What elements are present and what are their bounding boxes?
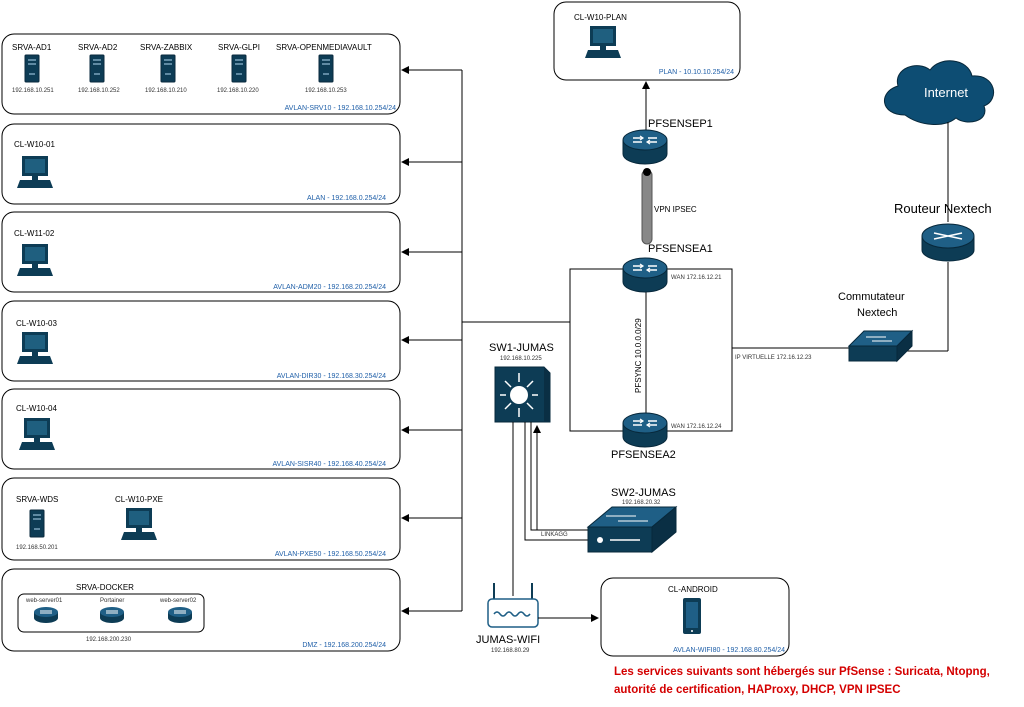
switch-nextech-icon — [847, 329, 914, 363]
device-name: CL-W10-04 — [16, 404, 57, 413]
device-ip: 192.168.10.252 — [78, 88, 120, 94]
device-name: CL-W10-PXE — [115, 495, 163, 504]
device-ip: 192.168.10.220 — [217, 88, 259, 94]
router-icon — [622, 412, 668, 448]
switch-core-icon — [494, 366, 551, 423]
vlan-box-sisr40: CL-W10-04 AVLAN-SISR40 - 192.168.40.254/… — [1, 388, 401, 470]
device-name: CL-W10-PLAN — [574, 13, 627, 22]
vlan-box-pxe50: SRVA-WDS 192.168.50.201 CL-W10-PXE AVLAN… — [1, 477, 401, 561]
wan-label: WAN 172.16.12.21 — [671, 275, 722, 281]
device-ip: 192.168.10.253 — [305, 88, 347, 94]
commutateur-label: Commutateur — [838, 291, 905, 303]
vlan-box-dir30: CL-W10-03 AVLAN-DIR30 - 192.168.30.254/2… — [1, 300, 401, 382]
device-name: SRVA-OPENMEDIAVAULT — [276, 43, 372, 52]
docker-name: SRVA-DOCKER — [76, 583, 134, 592]
internet-label: Internet — [924, 85, 968, 100]
vlan-box-alan: CL-W10-01 ALAN - 192.168.0.254/24 — [1, 123, 401, 205]
server-icon — [89, 54, 105, 83]
smartphone-icon — [683, 598, 701, 634]
vpn-label: VPN IPSEC — [654, 205, 697, 214]
device-ip: 192.168.10.251 — [12, 88, 54, 94]
desktop-icon — [17, 156, 53, 188]
container-name: web-server02 — [159, 598, 197, 604]
wifi-ip: 192.168.80.29 — [491, 648, 530, 654]
device-name: SRVA-GLPI — [218, 43, 260, 52]
sw1-ip: 192.168.10.225 — [500, 356, 542, 362]
device-ip: 192.168.50.201 — [16, 545, 58, 551]
device-ip: 192.168.10.210 — [145, 88, 187, 94]
docker-ip: 192.168.200.230 — [86, 637, 132, 643]
ha-cluster-frame — [569, 268, 733, 432]
router-icon — [622, 257, 668, 293]
sw2-label: SW2-JUMAS — [611, 487, 676, 499]
container-icon — [99, 606, 125, 624]
sw1-label: SW1-JUMAS — [489, 342, 554, 354]
desktop-icon — [585, 26, 621, 58]
device-name: CL-ANDROID — [668, 585, 718, 594]
vlan-box-dmz: SRVA-DOCKER web-server01 Portainer web-s… — [1, 568, 401, 652]
vlan-label: AVLAN-DIR30 - 192.168.30.254/24 — [277, 373, 386, 380]
services-note: Les services suivants sont hébergés sur … — [614, 666, 990, 678]
wan-label: WAN 172.16.12.24 — [671, 424, 722, 430]
internet-cloud-icon — [883, 60, 994, 125]
vlan-label: DMZ - 192.168.200.254/24 — [302, 642, 386, 649]
vlan-label: AVLAN-WIFI80 - 192.168.80.254/24 — [673, 647, 785, 654]
vlan-label: PLAN - 10.10.10.254/24 — [659, 69, 734, 76]
vlan-trunk-links — [401, 66, 570, 615]
services-note: autorité de certification, HAProxy, DHCP… — [614, 684, 901, 696]
router-icon — [622, 129, 668, 165]
vlan-label: AVLAN-SRV10 - 192.168.10.254/24 — [285, 105, 397, 112]
device-name: SRVA-WDS — [16, 495, 58, 504]
sw1-sw2-links — [524, 422, 590, 541]
desktop-icon — [17, 244, 53, 276]
device-name: SRVA-AD1 — [12, 43, 52, 52]
wifi-ap-icon — [487, 583, 539, 628]
device-name: CL-W11-02 — [14, 229, 55, 238]
container-name: Portainer — [100, 598, 124, 604]
plan-box: CL-W10-PLAN PLAN - 10.10.10.254/24 — [553, 1, 741, 81]
routeur-label: Routeur Nextech — [894, 201, 992, 216]
desktop-icon — [121, 508, 157, 540]
commutateur-label: Nextech — [857, 307, 897, 319]
vlan-label: AVLAN-SISR40 - 192.168.40.254/24 — [272, 461, 386, 468]
pfsync-label: PFSYNC 10.0.0.0/29 — [634, 318, 643, 393]
pfsensea1-label: PFSENSEA1 — [648, 243, 713, 255]
desktop-icon — [17, 332, 53, 364]
device-name: SRVA-ZABBIX — [140, 43, 193, 52]
server-icon — [24, 54, 40, 83]
desktop-icon — [19, 418, 55, 450]
container-icon — [167, 606, 193, 624]
device-name: CL-W10-01 — [14, 140, 55, 149]
device-name: CL-W10-03 — [16, 319, 57, 328]
container-name: web-server01 — [25, 598, 63, 604]
vlan-label: AVLAN-ADM20 - 192.168.20.254/24 — [273, 284, 386, 291]
android-box: CL-ANDROID AVLAN-WIFI80 - 192.168.80.254… — [600, 577, 790, 657]
vlan-box-adm20: CL-W11-02 AVLAN-ADM20 - 192.168.20.254/2… — [1, 211, 401, 293]
switch-access-icon — [586, 505, 678, 554]
device-name: SRVA-AD2 — [78, 43, 118, 52]
server-icon — [318, 54, 334, 83]
vlan-label: AVLAN-PXE50 - 192.168.50.254/24 — [275, 551, 386, 558]
pfsensep1-label: PFSENSEP1 — [648, 118, 713, 130]
virtual-ip-label: IP VIRTUELLE 172.16.12.23 — [735, 355, 812, 361]
server-icon — [231, 54, 247, 83]
vlan-label: ALAN - 192.168.0.254/24 — [307, 195, 386, 202]
vlan-box-srv10: SRVA-AD1 192.168.10.251 SRVA-AD2 192.168… — [1, 33, 401, 115]
wifi-label: JUMAS-WIFI — [476, 634, 540, 646]
router-nextech-icon — [921, 223, 975, 262]
vpn-tunnel — [641, 168, 653, 245]
linkagg-label: LINKAGG — [541, 532, 568, 538]
server-icon — [29, 509, 45, 538]
container-icon — [33, 606, 59, 624]
sw2-ip: 192.168.20.32 — [622, 500, 661, 506]
server-icon — [160, 54, 176, 83]
pfsensea2-label: PFSENSEA2 — [611, 449, 676, 461]
